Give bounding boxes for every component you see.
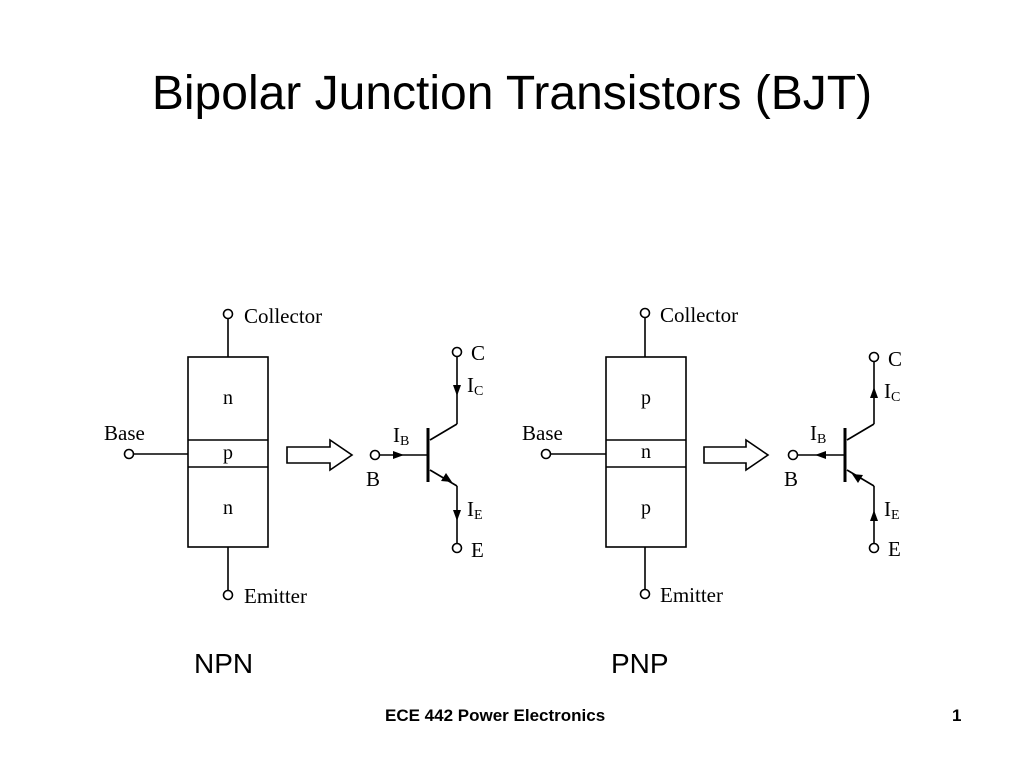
pnp-collector-terminal [639,307,651,319]
pnp-symbol-c-label: C [888,347,902,371]
npn-collector-terminal [222,308,234,320]
pnp-layer-bottom: p [641,497,651,519]
footer-course-title: ECE 442 Power Electronics [385,706,606,725]
npn-equivalence-arrow [286,438,354,472]
pnp-layer-middle: n [641,441,651,463]
pnp-symbol-b-label: B [784,467,798,491]
npn-symbol: C IC IB B IE E [366,341,485,562]
pnp-type-label: PNP [611,648,669,679]
npn-ie-arrow [453,510,461,521]
npn-base-terminal [123,448,135,460]
pnp-symbol-e-terminal [868,542,880,554]
npn-emitter-label: Emitter [244,584,307,608]
npn-symbol-e-label: E [471,538,484,562]
npn-type-label: NPN [194,648,254,679]
pnp-ic-label: IC [884,379,900,405]
pnp-layer-top: p [641,387,651,409]
pnp-ie-arrow [870,510,878,521]
npn-layer-middle: p [223,442,233,464]
npn-ic-arrow [453,385,461,396]
pnp-symbol: C IC IB B IE E [784,347,902,561]
npn-emitter-terminal [222,589,234,601]
npn-emitter-arrow [441,473,452,482]
page-number: 1 [952,706,962,725]
npn-collector-label: Collector [244,304,322,328]
pnp-structure: Collector p n p Base Emitter [522,303,738,607]
pnp-base-terminal [540,448,552,460]
npn-ib-arrow [393,451,404,459]
npn-base-label: Base [104,421,145,445]
pnp-symbol-c-terminal [868,351,880,363]
pnp-collector-label: Collector [660,303,738,327]
npn-structure: Collector n p n Base Emitter [104,304,322,608]
npn-ic-label: IC [467,373,483,399]
pnp-symbol-e-label: E [888,537,901,561]
npn-layer-bottom: n [223,497,233,519]
npn-ie-label: IE [467,497,483,523]
npn-ib-label: IB [393,423,409,449]
pnp-symbol-b-terminal [787,449,799,461]
pnp-emitter-terminal [639,588,651,600]
pnp-emitter-label: Emitter [660,583,723,607]
npn-symbol-c-terminal [451,346,463,358]
npn-symbol-b-label: B [366,467,380,491]
npn-layer-top: n [223,387,233,409]
pnp-ic-arrow [870,387,878,398]
pnp-emitter-arrow [852,474,863,483]
npn-symbol-e-terminal [451,542,463,554]
pnp-block [605,356,687,548]
npn-symbol-c-label: C [471,341,485,365]
pnp-ib-label: IB [810,421,826,447]
pnp-ib-arrow [815,451,826,459]
pnp-ie-label: IE [884,497,900,523]
pnp-base-label: Base [522,421,563,445]
pnp-equivalence-arrow [703,438,770,472]
slide-title: Bipolar Junction Transistors (BJT) [151,67,873,120]
npn-symbol-b-terminal [369,449,381,461]
